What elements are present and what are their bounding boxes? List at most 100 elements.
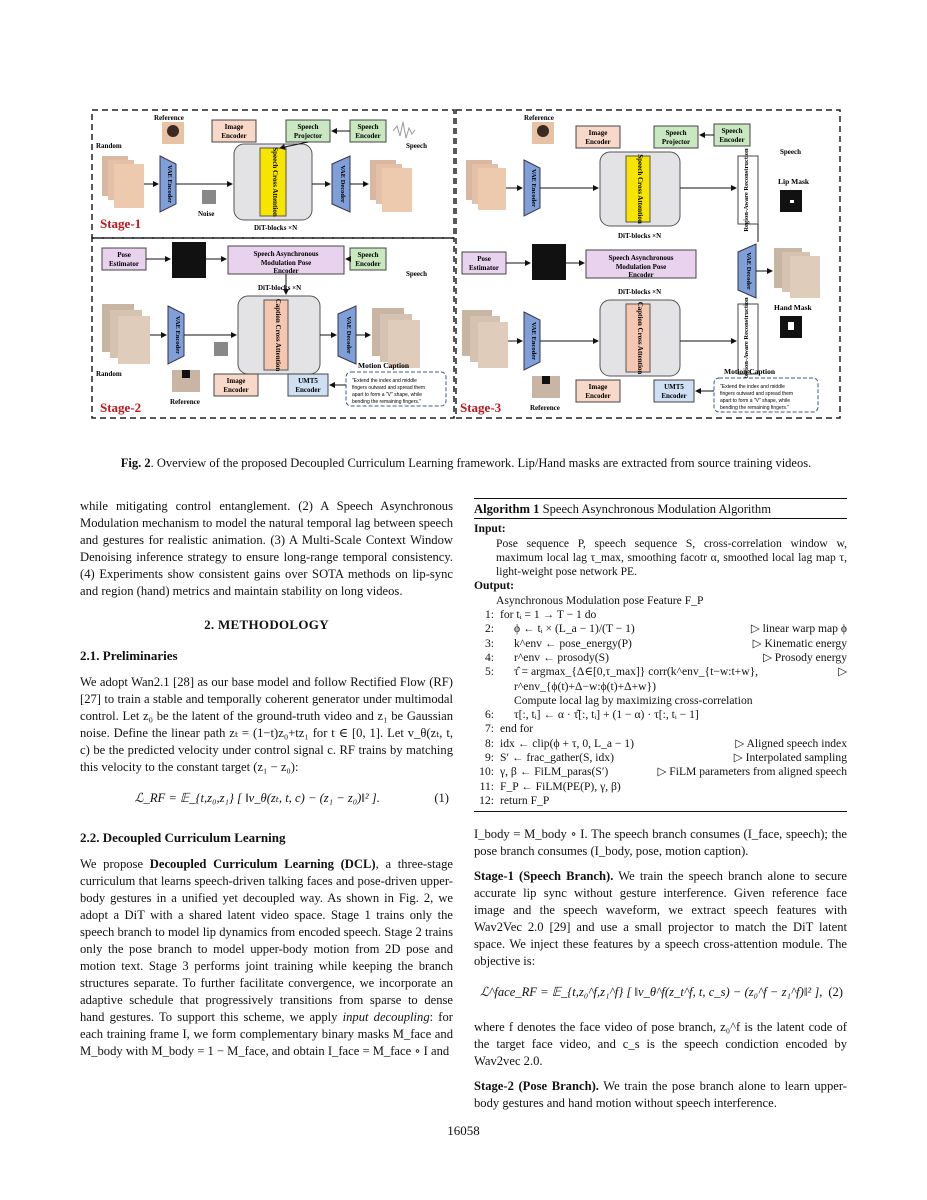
svg-text:Speech: Speech [666, 129, 687, 137]
algorithm-step: 7:end for [474, 722, 847, 736]
s3-output-frames [774, 248, 820, 298]
step-comment [841, 780, 847, 794]
svg-text:Speech: Speech [358, 251, 379, 259]
s3-vae-encoder-bottom [523, 311, 541, 371]
equation-2: ℒ^face_RF = 𝔼_{t,z₀^f,z₁^f} [ ‖v_θ^f(z_t… [474, 984, 847, 1001]
algorithm-step: 3:k^env ← pose_energy(P)▷ Kinematic ener… [474, 637, 847, 651]
algorithm-step: 9:S′ ← frac_gather(S, idx)▷ Interpolated… [474, 751, 847, 765]
svg-text:apart to form a "V" shape, whi: apart to form a "V" shape, while [352, 392, 422, 398]
svg-text:fingers outward and spread the: fingers outward and spread them [352, 385, 425, 391]
step-code: τ[:, tᵢ] ← α · τ̂[:, tᵢ] + (1 − α) · τ[:… [514, 708, 699, 722]
step-number: 1: [484, 608, 494, 622]
equation-1-body: ℒ_RF = 𝔼_{t,z₀,z₁} [ ‖v_θ(zₜ, t, c) − (z… [134, 791, 380, 805]
s3-hand-mask-label: Hand Mask [774, 303, 813, 312]
svg-text:VAE Decoder: VAE Decoder [339, 165, 346, 203]
s1-output-frames [370, 160, 412, 212]
s2-caption-cross-attention [263, 299, 289, 371]
s2-pose-maps [172, 242, 206, 278]
svg-text:Speech Cross Attention: Speech Cross Attention [271, 147, 279, 217]
s3-image-encoder-bottom [575, 379, 621, 403]
svg-text:UMT5: UMT5 [298, 377, 318, 385]
step-comment [841, 708, 847, 722]
stage1-explanation: where f denotes the face video of pose b… [474, 1020, 847, 1069]
step-number: 9: [484, 751, 494, 765]
svg-text:Image: Image [227, 377, 246, 385]
svg-text:VAE Encoder: VAE Encoder [174, 316, 181, 354]
svg-text:Speech: Speech [780, 148, 801, 156]
step-comment: ▷ [838, 665, 847, 679]
svg-text:Encoder: Encoder [585, 392, 610, 400]
step-comment: ▷ Kinematic energy [752, 636, 847, 650]
equation-1-number: (1) [434, 791, 449, 805]
svg-text:Random: Random [96, 370, 122, 378]
step-number: 12: [479, 793, 494, 807]
s3-speech-cross-attention [625, 155, 651, 223]
stage2-heading: Stage-2 (Pose Branch). [474, 1079, 599, 1094]
svg-text:Speech: Speech [406, 270, 427, 278]
step-code: r^env ← prosody(S) [514, 650, 609, 664]
right-column: Algorithm 1 Speech Asynchronous Modulati… [474, 498, 847, 1120]
step-code: for tᵢ = 1 → T − 1 do [500, 608, 597, 622]
s3-umt5-encoder [653, 379, 695, 403]
svg-text:Speech: Speech [722, 127, 743, 135]
s1-image-encoder [211, 119, 257, 143]
s3-motion-caption-box [713, 377, 819, 413]
dcl-input-decoupling: input decoupling [342, 1010, 430, 1024]
svg-text:Encoder: Encoder [221, 132, 246, 140]
figure-caption-text: . Overview of the proposed Decoupled Cur… [150, 456, 812, 470]
s2-output-frames [372, 308, 420, 368]
subsection-dcl: 2.2. Decoupled Curriculum Learning [80, 830, 286, 845]
algorithm-step: 8:idx ← clip(ϕ + τ, 0, L_a − 1)▷ Aligned… [474, 737, 847, 751]
s1-reference-label: Reference [154, 114, 184, 122]
equation-1: ℒ_RF = 𝔼_{t,z₀,z₁} [ ‖v_θ(zₜ, t, c) − (z… [80, 790, 453, 807]
algorithm-step: 12: return F_P [474, 794, 847, 808]
svg-text:Pose: Pose [117, 251, 131, 259]
step-code: τ̂ = argmax_{Δ∈[0,τ_max]} corr(k^env_{t−… [514, 665, 759, 693]
intro-continuation: while mitigating control entanglement. (… [80, 499, 453, 598]
step-number: 8: [484, 736, 494, 750]
svg-text:Caption Cross Attention: Caption Cross Attention [636, 302, 644, 375]
svg-text:Encoder: Encoder [223, 386, 248, 394]
step-code: ϕ ← tᵢ × (L_a − 1)/(T − 1) [514, 622, 635, 636]
step-comment [841, 794, 847, 808]
svg-text:DiT-blocks ×N: DiT-blocks ×N [618, 288, 661, 296]
svg-text:"Extend the index and middle: "Extend the index and middle [720, 384, 785, 390]
dcl-text-e: : for each training frame I, we form com… [80, 1010, 453, 1058]
s3-speech-projector [653, 125, 699, 149]
svg-text:Speech: Speech [358, 123, 379, 131]
step-comment [841, 694, 847, 708]
svg-text:Reference: Reference [170, 398, 200, 406]
svg-text:Region-Aware Reconstruction: Region-Aware Reconstruction [743, 148, 750, 232]
svg-text:Projector: Projector [662, 138, 690, 146]
svg-text:Projector: Projector [294, 132, 322, 140]
svg-text:Reference: Reference [530, 404, 560, 412]
s1-speech-label: Speech [406, 142, 427, 150]
step-code: return F_P [500, 793, 550, 807]
svg-text:VAE Decoder: VAE Decoder [745, 252, 752, 290]
step-number: 11: [479, 779, 494, 793]
algorithm-name: Speech Asynchronous Modulation Algorithm [539, 502, 771, 516]
s1-input-frames [102, 156, 144, 208]
algorithm-step: 2:ϕ ← tᵢ × (L_a − 1)/(T − 1)▷ linear war… [474, 622, 847, 636]
s2-motion-caption-box [345, 371, 447, 407]
equation-2-number: (2) [828, 985, 843, 1000]
page-number: 16058 [447, 1123, 480, 1138]
step-comment [841, 608, 847, 622]
figure-caption: Fig. 2. Overview of the proposed Decoupl… [88, 456, 844, 471]
s1-dit-label: DiT-blocks ×N [254, 224, 297, 232]
s2-vae-decoder [337, 305, 357, 365]
s2-vae-encoder [167, 305, 185, 365]
svg-text:Caption Cross Attention: Caption Cross Attention [274, 299, 282, 372]
svg-text:VAE Encoder: VAE Encoder [166, 165, 173, 203]
s3-caption-cross-attention [625, 303, 651, 373]
svg-text:apart to form a "V" shape, whi: apart to form a "V" shape, while [720, 398, 790, 404]
svg-text:VAE Encoder: VAE Encoder [530, 169, 537, 207]
stage3-label: Stage-3 [460, 400, 502, 415]
s3-input-frames-bottom [462, 310, 508, 368]
svg-text:Modulation Pose: Modulation Pose [261, 259, 311, 267]
svg-text:"Extend the index and middle: "Extend the index and middle [352, 378, 417, 384]
algorithm-number: Algorithm 1 [474, 502, 540, 516]
s3-region-aware-top [737, 155, 759, 225]
step-comment: ▷ FiLM parameters from aligned speech [657, 765, 847, 779]
svg-text:Speech Cross Attention: Speech Cross Attention [636, 154, 644, 224]
